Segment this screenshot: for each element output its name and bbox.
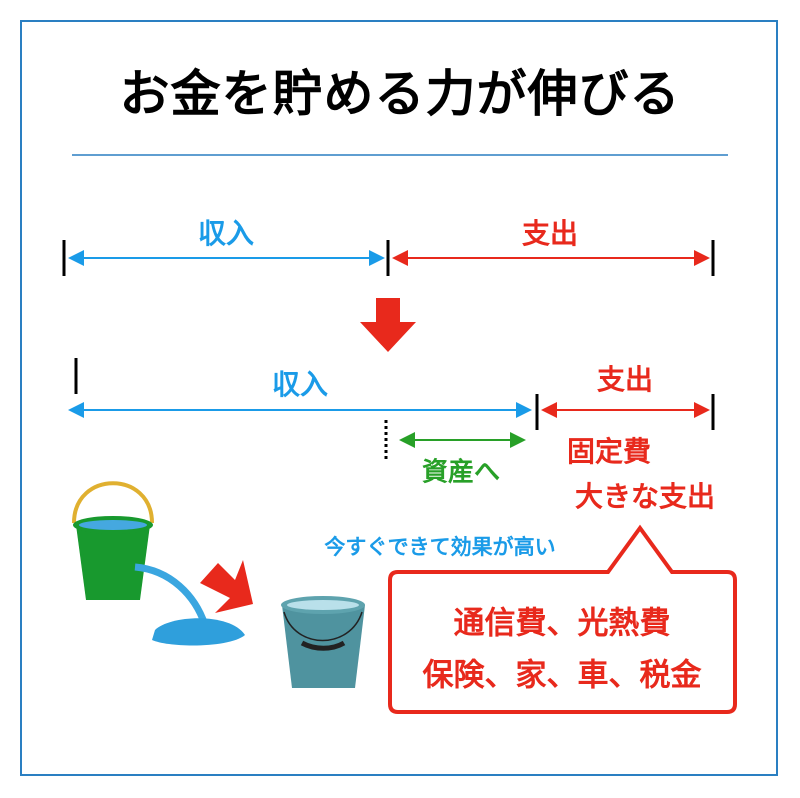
effect-caption: 今すぐできて効果が高い (324, 535, 556, 559)
after-bar (68, 358, 715, 462)
page-title: お金を貯める力が伸びる (119, 65, 681, 123)
callout-line-1: 通信費、光熱費 (453, 605, 671, 642)
after-expense-label: 支出 (596, 363, 654, 396)
full-bucket-icon (281, 596, 365, 688)
callout-box (388, 524, 737, 714)
after-income-label: 収入 (271, 368, 329, 401)
down-arrow-icon (360, 298, 416, 352)
before-bar (62, 240, 715, 276)
diagonal-arrow-icon (200, 560, 253, 613)
before-expense-label: 支出 (521, 217, 579, 250)
savings-label: 資産へ (421, 457, 501, 488)
water-stream-icon (134, 563, 209, 627)
large-expense-label: 大きな支出 (574, 480, 716, 513)
callout-line-2: 保険、家、車、税金 (422, 657, 702, 694)
frame-border (20, 20, 778, 776)
water-puddle-icon (152, 618, 245, 646)
before-income-label: 収入 (197, 217, 255, 250)
fixed-cost-label: 固定費 (566, 435, 652, 468)
leaking-bucket-icon (72, 481, 245, 646)
